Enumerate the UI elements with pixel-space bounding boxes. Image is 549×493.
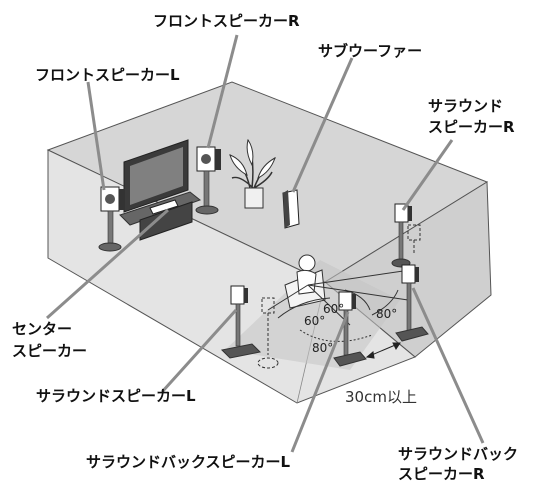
angle-label-b: 60° <box>323 302 344 316</box>
surround-speaker-l <box>220 285 262 359</box>
label-surround-speaker-l: サラウンドスピーカーL <box>36 387 196 405</box>
leader-lines <box>46 34 485 453</box>
listening-zone <box>225 260 400 370</box>
label-surround-back-speaker-r: サラウンドバック スピーカーR <box>398 444 518 484</box>
plant <box>229 138 276 209</box>
label-surround-back-speaker-l: サラウンドバックスピーカーL <box>86 453 291 471</box>
surround-back-speaker-r <box>395 264 429 342</box>
distance-label: 30cm以上 <box>345 388 417 406</box>
surround-back-speaker-l <box>333 291 367 367</box>
angle-lines <box>267 269 411 342</box>
angle-label-a: 60° <box>304 314 325 328</box>
front-speaker-r <box>195 146 221 215</box>
label-front-speaker-l: フロントスピーカーL <box>35 66 180 84</box>
label-center-speaker: センター スピーカー <box>12 318 87 362</box>
label-subwoofer: サブウーファー <box>318 42 423 60</box>
label-center-speaker-line1: センター <box>12 320 73 338</box>
label-surround-back-speaker-r-line2: スピーカーR <box>398 465 485 483</box>
angle-label-d: 80° <box>312 341 333 355</box>
label-front-speaker-r: フロントスピーカーR <box>153 12 300 30</box>
alt-positions <box>257 224 421 369</box>
label-surround-speaker-r: サラウンド スピーカーR <box>428 96 515 138</box>
label-center-speaker-line2: スピーカー <box>12 342 88 360</box>
distance-arrow <box>365 342 401 359</box>
front-speaker-l <box>98 186 125 252</box>
center-speaker <box>149 199 179 215</box>
angle-label-c: 80° <box>376 307 397 321</box>
tv-set <box>119 139 202 241</box>
label-surround-speaker-r-line2: スピーカーR <box>428 118 515 136</box>
label-surround-back-speaker-r-line1: サラウンドバック <box>398 445 519 463</box>
label-surround-speaker-r-line1: サラウンド <box>428 97 504 115</box>
subwoofer <box>282 189 300 229</box>
